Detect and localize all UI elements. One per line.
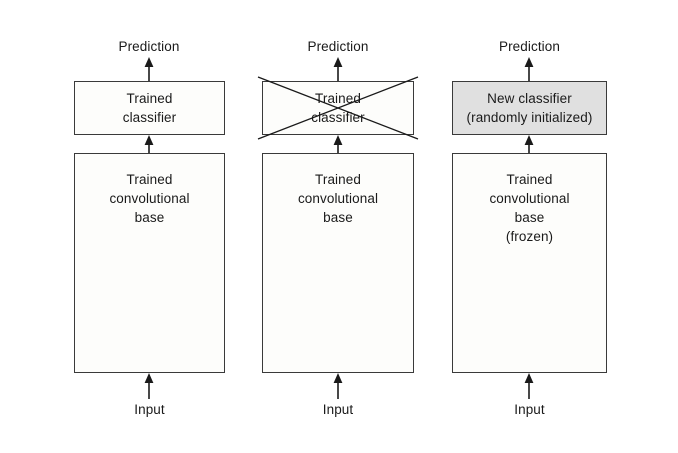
trained-conv-base-label-3: Trained convolutional base (frozen)	[489, 172, 570, 244]
new-classifier-box-3: New classifier (randomly initialized)	[452, 81, 607, 135]
arrow-input-to-base-3	[524, 373, 534, 399]
trained-classifier-label-1: Trained classifier	[122, 91, 177, 125]
input-label-3: Input	[514, 402, 545, 417]
arrow-base-to-classifier-1	[144, 135, 154, 154]
input-label-1: Input	[134, 402, 165, 417]
arrow-base-to-classifier-2	[333, 135, 343, 154]
trained-classifier-box-2: Trained classifier	[262, 81, 414, 135]
prediction-label-2: Prediction	[307, 39, 369, 54]
prediction-label-3: Prediction	[498, 39, 561, 54]
trained-conv-base-box-2: Trained convolutional base	[262, 153, 414, 373]
arrow-classifier-to-prediction-2	[333, 57, 343, 83]
input-label-2: Input	[322, 402, 354, 417]
arrow-input-to-base-1	[144, 373, 154, 399]
arrow-classifier-to-prediction-3	[524, 57, 534, 83]
trained-conv-base-label-2: Trained convolutional base	[297, 172, 379, 225]
trained-conv-base-box-1: Trained convolutional base	[74, 153, 225, 373]
arrow-input-to-base-2	[333, 373, 343, 399]
trained-conv-base-label-1: Trained convolutional base	[109, 172, 190, 225]
trained-conv-base-box-3: Trained convolutional base (frozen)	[452, 153, 607, 373]
prediction-label-1: Prediction	[118, 39, 180, 54]
trained-classifier-box-1: Trained classifier	[74, 81, 225, 135]
trained-classifier-label-2: Trained classifier	[311, 91, 365, 125]
arrow-base-to-classifier-3	[524, 135, 534, 154]
new-classifier-label-3: New classifier (randomly initialized)	[466, 91, 593, 125]
arrow-classifier-to-prediction-1	[144, 57, 154, 83]
